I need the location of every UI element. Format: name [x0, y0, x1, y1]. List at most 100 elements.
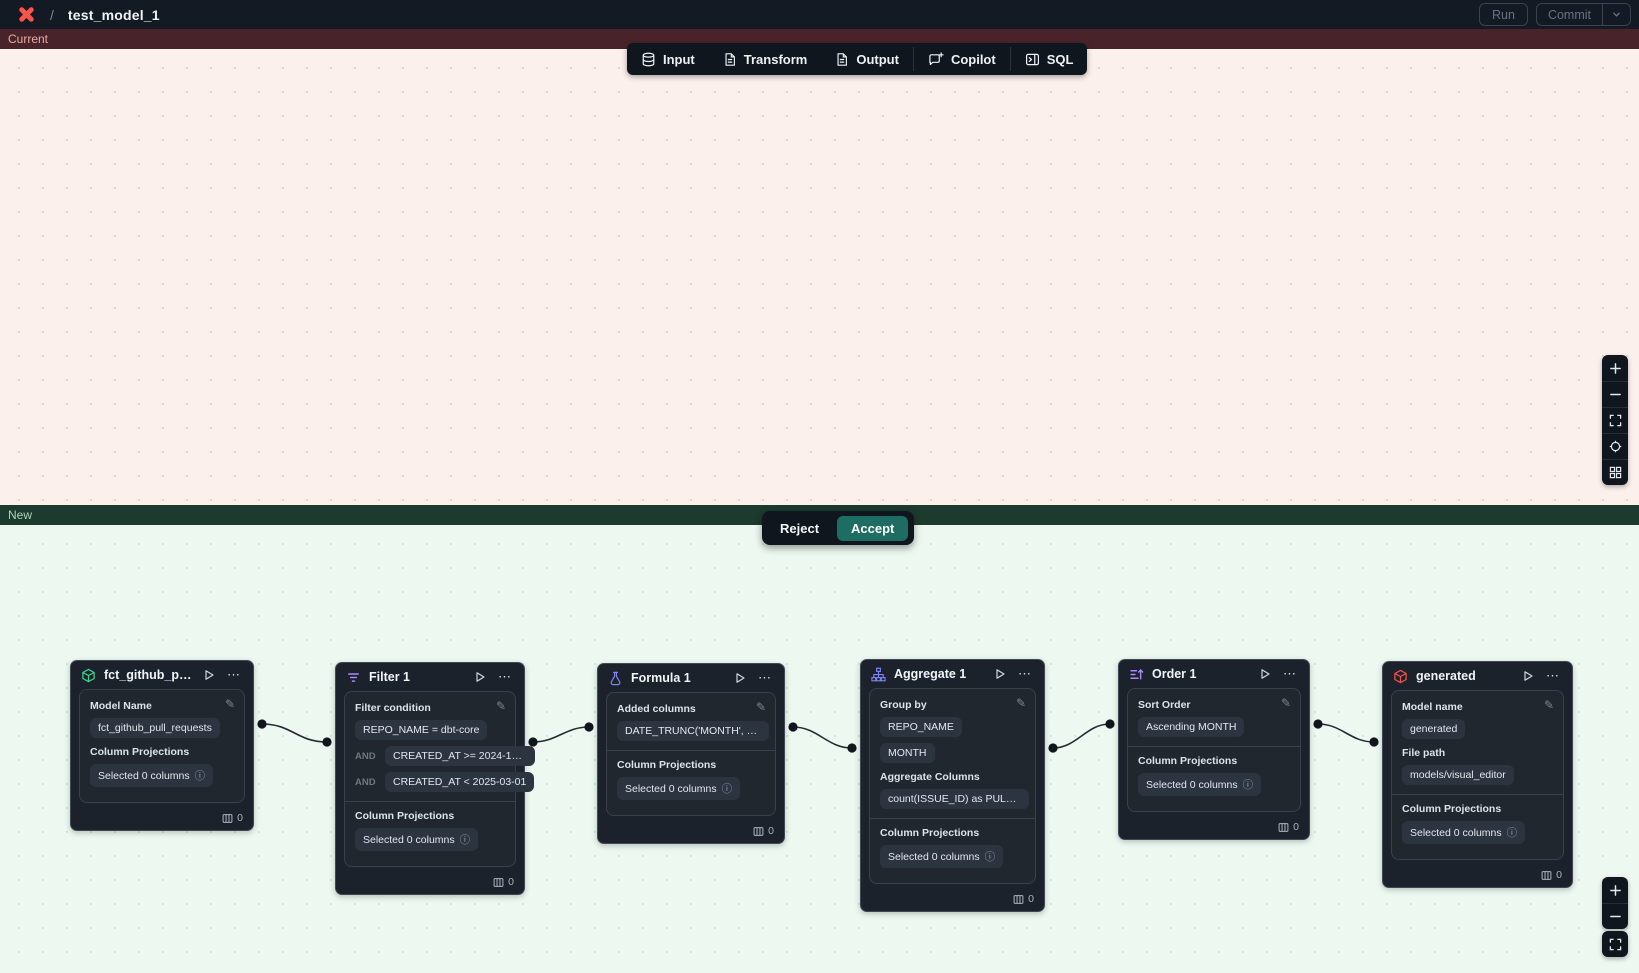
node-menu-button[interactable]: ⋯	[1018, 666, 1032, 681]
node-title: fct_github_pull_requests	[104, 668, 193, 682]
columns-icon	[1013, 894, 1024, 904]
node-menu-button[interactable]: ⋯	[498, 669, 512, 684]
reject-button[interactable]: Reject	[768, 517, 831, 540]
info-icon[interactable]: ⓘ	[1506, 827, 1518, 839]
zoom-in-button[interactable]	[1602, 355, 1628, 381]
divider	[870, 818, 1035, 819]
node-header: Formula 1 ⋯	[598, 664, 784, 691]
model-name-pill: generated	[1402, 719, 1466, 739]
node-fct-github-pull-requests[interactable]: fct_github_pull_requests ⋯ ✎ Model Name …	[70, 660, 254, 831]
node-footer: 0	[861, 890, 1044, 911]
info-icon[interactable]: ⓘ	[194, 770, 206, 782]
node-menu-button[interactable]: ⋯	[1546, 668, 1560, 683]
columns-icon	[222, 813, 233, 823]
node-title: Order 1	[1152, 667, 1197, 681]
run-button[interactable]: Run	[1479, 3, 1528, 26]
commit-dropdown-button[interactable]	[1602, 4, 1630, 25]
new-canvas[interactable]	[0, 525, 1639, 973]
review-toolbar: Reject Accept	[762, 511, 915, 545]
edit-pencil-icon[interactable]: ✎	[1015, 696, 1026, 710]
fit-view-button[interactable]	[1602, 931, 1628, 957]
field-label: Column Projections	[617, 759, 717, 771]
minus-icon	[1609, 393, 1621, 396]
breadcrumb-separator: /	[50, 6, 54, 23]
divider	[1128, 746, 1300, 747]
node-menu-button[interactable]: ⋯	[758, 670, 772, 685]
accept-button[interactable]: Accept	[837, 515, 909, 541]
node-order-1[interactable]: Order 1 ⋯ ✎ Sort Order Ascending MONTH C…	[1118, 659, 1310, 840]
layout-grid-button[interactable]	[1602, 459, 1628, 485]
toolbar-separator	[912, 47, 914, 71]
toolbar-item-sql[interactable]: SQL	[1011, 43, 1088, 75]
edit-pencil-icon[interactable]: ✎	[495, 699, 506, 713]
node-header: generated ⋯	[1383, 662, 1572, 689]
locate-button[interactable]	[1602, 433, 1628, 459]
info-icon[interactable]: ⓘ	[984, 851, 996, 863]
model-name-pill: fct_github_pull_requests	[90, 718, 220, 738]
node-filter-1[interactable]: Filter 1 ⋯ ✎ Filter condition REPO_NAME …	[335, 662, 535, 895]
play-button[interactable]	[472, 671, 488, 683]
info-icon[interactable]: ⓘ	[459, 834, 471, 846]
edit-pencil-icon[interactable]: ✎	[1543, 698, 1554, 712]
grid-icon	[1609, 466, 1621, 479]
node-aggregate-1[interactable]: Aggregate 1 ⋯ ✎ Group by REPO_NAME MONTH…	[860, 659, 1045, 912]
toolbar-item-output[interactable]: Output	[821, 43, 913, 75]
current-canvas[interactable]	[0, 49, 1639, 505]
row-count: 0	[237, 812, 243, 824]
zoom-in-button[interactable]	[1602, 877, 1628, 903]
group-by-pill: MONTH	[880, 743, 935, 763]
app-logo-icon	[16, 5, 36, 25]
canvas-controls-current	[1602, 355, 1628, 485]
node-footer: 0	[71, 809, 253, 830]
row-count: 0	[508, 876, 514, 888]
cube-icon	[82, 668, 95, 682]
field-label: Model Name	[90, 700, 152, 712]
toolbar-item-transform[interactable]: Transform	[709, 43, 822, 75]
canvas-controls-new	[1602, 877, 1628, 929]
copilot-icon	[929, 51, 944, 65]
database-icon	[642, 52, 655, 66]
field-label: Sort Order	[1138, 699, 1191, 711]
play-button[interactable]	[1520, 670, 1536, 682]
toolbar-item-copilot[interactable]: Copilot	[914, 43, 1010, 75]
play-button[interactable]	[732, 672, 748, 684]
edit-pencil-icon[interactable]: ✎	[224, 697, 235, 711]
zoom-out-button[interactable]	[1602, 903, 1628, 929]
fit-view-button[interactable]	[1602, 407, 1628, 433]
edit-pencil-icon[interactable]: ✎	[755, 700, 766, 714]
node-generated[interactable]: generated ⋯ ✎ Model name generated File …	[1382, 661, 1573, 888]
chevron-down-icon	[1613, 12, 1620, 17]
field-label: Column Projections	[1402, 803, 1502, 815]
row-count: 0	[768, 825, 774, 837]
toolbar-separator	[1009, 47, 1011, 71]
info-icon[interactable]: ⓘ	[1242, 779, 1254, 791]
play-button[interactable]	[1257, 668, 1273, 680]
node-menu-button[interactable]: ⋯	[1283, 666, 1297, 681]
node-title: Aggregate 1	[894, 667, 967, 681]
info-icon[interactable]: ⓘ	[721, 783, 733, 795]
zoom-out-button[interactable]	[1602, 381, 1628, 407]
canvas-controls-new-fit	[1602, 931, 1628, 957]
node-body: ✎ Sort Order Ascending MONTH Column Proj…	[1127, 688, 1301, 812]
play-icon	[205, 670, 214, 680]
play-icon	[1524, 671, 1533, 681]
commit-button[interactable]: Commit	[1537, 4, 1602, 25]
toolbar-item-input[interactable]: Input	[627, 43, 709, 75]
topbar-actions: Run Commit	[1479, 3, 1631, 26]
plus-icon	[1609, 362, 1621, 374]
play-button[interactable]	[992, 668, 1008, 680]
field-label: Filter condition	[355, 702, 431, 714]
formula-pill: DATE_TRUNC('MONTH', CREATED_AT…	[617, 721, 769, 741]
page-title: test_model_1	[67, 6, 160, 23]
node-formula-1[interactable]: Formula 1 ⋯ ✎ Added columns DATE_TRUNC('…	[597, 663, 785, 844]
node-header: Aggregate 1 ⋯	[861, 660, 1044, 687]
aggregate-pill: count(ISSUE_ID) as PULL_REQUEST_…	[880, 789, 1029, 809]
play-button[interactable]	[201, 669, 217, 681]
edit-pencil-icon[interactable]: ✎	[1280, 696, 1291, 710]
node-menu-button[interactable]: ⋯	[227, 667, 241, 682]
play-icon	[1261, 669, 1270, 679]
